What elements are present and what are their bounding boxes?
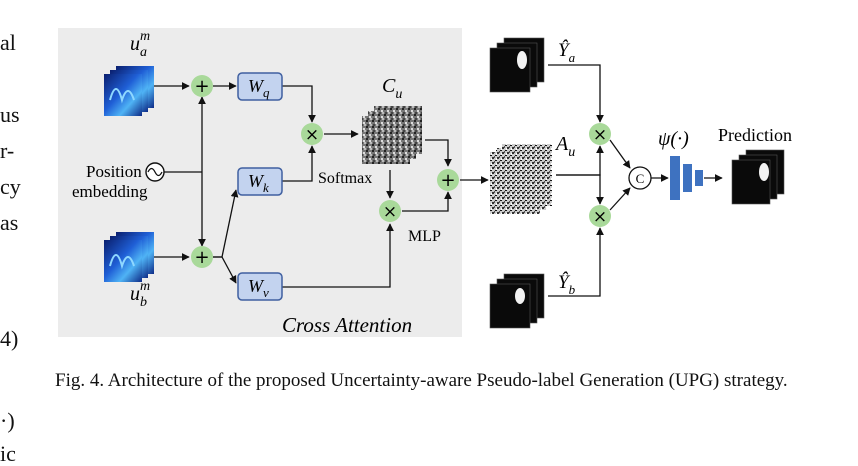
ya-mask xyxy=(489,37,545,93)
cu-label: Cu xyxy=(382,75,402,102)
yb-label: Ŷb xyxy=(558,271,576,297)
ya-label: Ŷa xyxy=(558,39,576,65)
yb-mask xyxy=(489,273,545,329)
margin-text-5: as xyxy=(0,210,19,235)
wq-box: Wq xyxy=(237,72,283,101)
svg-text:Wk: Wk xyxy=(248,171,269,195)
input-b-label: ubm xyxy=(130,279,150,310)
prediction-label: Prediction xyxy=(718,125,792,145)
au-map xyxy=(490,144,552,214)
plus-node-top: + xyxy=(191,75,213,97)
multiply-node-qk: × xyxy=(301,123,323,145)
plus-node-bottom: + xyxy=(191,246,213,268)
multiply-node-v: × xyxy=(379,200,401,222)
softmax-label: Softmax xyxy=(318,170,372,187)
svg-text:Wv: Wv xyxy=(248,276,269,300)
svg-text:×: × xyxy=(305,125,319,145)
network-icon xyxy=(670,156,703,200)
prediction-mask xyxy=(731,149,785,205)
input-a-label: uam xyxy=(130,29,150,60)
psi-label: ψ(·) xyxy=(658,128,689,150)
svg-text:C: C xyxy=(636,171,645,186)
margin-text-1: al xyxy=(0,30,16,55)
svg-text:+: + xyxy=(194,247,209,268)
svg-text:Wq: Wq xyxy=(248,76,270,100)
plus-node-merge: + xyxy=(437,169,459,191)
mlp-label: MLP xyxy=(408,228,441,245)
svg-text:×: × xyxy=(383,202,397,222)
input-image-a xyxy=(104,66,154,116)
margin-text-7: ·) xyxy=(0,408,15,433)
svg-text:+: + xyxy=(194,76,209,97)
svg-text:+: + xyxy=(440,170,455,191)
position-label: Position xyxy=(86,162,142,181)
panel-title: Cross Attention xyxy=(282,313,412,337)
cu-feature-map xyxy=(362,106,422,164)
concat-node: C xyxy=(628,166,652,190)
wv-box: Wv xyxy=(237,272,283,301)
margin-text-2: us xyxy=(0,102,20,127)
multiply-node-yb: × xyxy=(589,205,611,227)
input-image-b xyxy=(104,232,154,282)
margin-text-6: 4) xyxy=(0,326,19,351)
embedding-label: embedding xyxy=(72,182,148,201)
margin-text-8: ic xyxy=(0,441,16,466)
au-label: Au xyxy=(554,133,575,160)
margin-text-4: cy xyxy=(0,174,21,199)
architecture-diagram: uam ubm Position embedding xyxy=(58,28,792,337)
svg-text:×: × xyxy=(593,207,607,227)
wk-box: Wk xyxy=(237,167,283,196)
margin-text-3: r- xyxy=(0,138,15,163)
svg-text:×: × xyxy=(593,125,607,145)
multiply-node-ya: × xyxy=(589,123,611,145)
figure-caption: Fig. 4. Architecture of the proposed Unc… xyxy=(55,370,788,391)
